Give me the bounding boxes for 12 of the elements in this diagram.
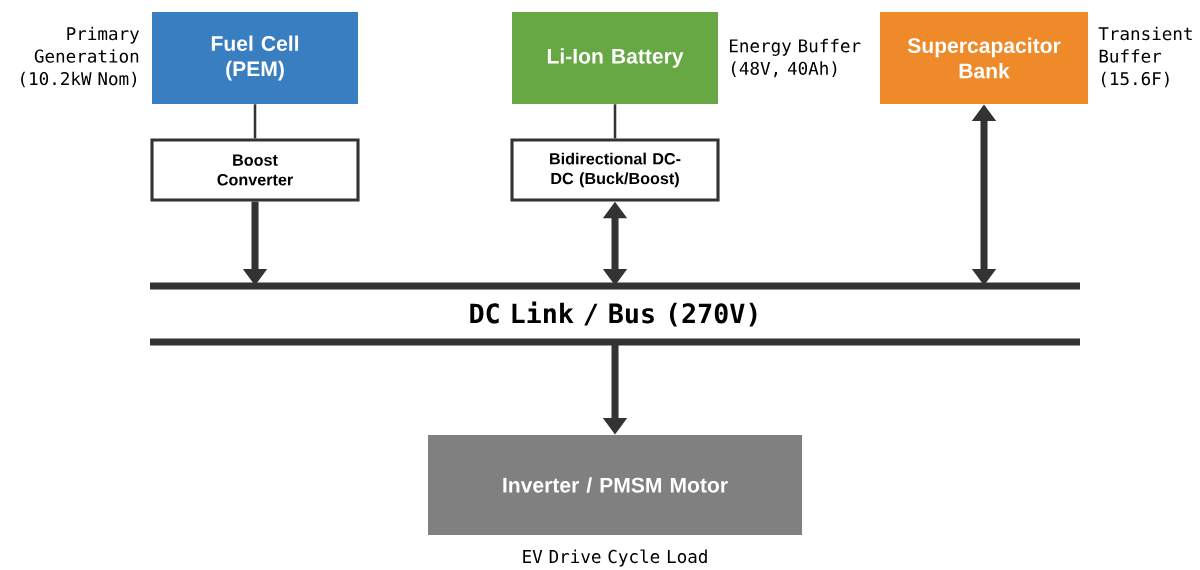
annotation-text: EV Drive Cycle Load bbox=[523, 549, 707, 567]
supercapacitor-box: Supercapacitor Bank bbox=[880, 12, 1088, 104]
converter-box: Boost Converter bbox=[150, 138, 360, 202]
converter-box: Bidirectional DC-DC (Buck/Boost) bbox=[510, 138, 720, 202]
annotation-text: Energy Buffer (48V, 40Ah) bbox=[730, 38, 861, 78]
annotation-text: Primary Generation (10.2kW Nom) bbox=[21, 26, 140, 88]
motor-box: Inverter / PMSM Motor bbox=[428, 435, 802, 535]
annotation-text: Transient Buffer (15.6F) bbox=[1098, 26, 1192, 88]
connector-line bbox=[613, 104, 617, 139]
fuel-cell-box: Fuel Cell (PEM) bbox=[152, 12, 358, 104]
connector-line bbox=[253, 104, 257, 139]
battery-box: Li-Ion Battery bbox=[512, 12, 718, 104]
